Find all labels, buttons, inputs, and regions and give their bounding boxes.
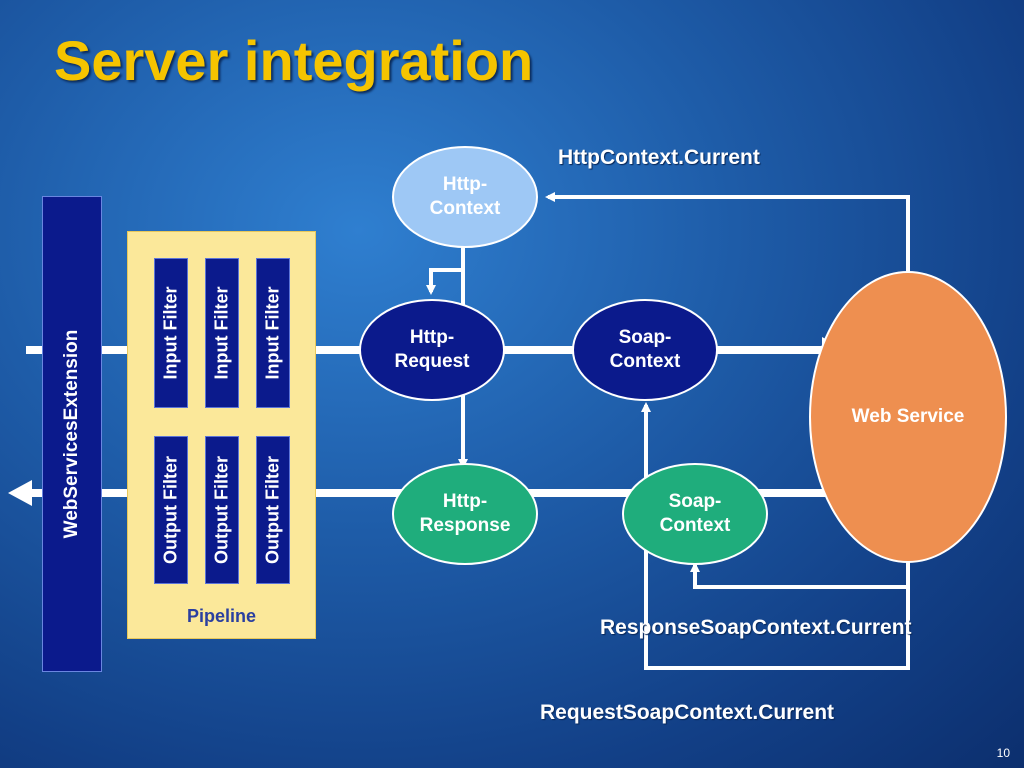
soap-context-request-line2: Context	[609, 351, 681, 372]
http-context-line1: Http-	[442, 174, 488, 195]
web-service-to-httpcontext-line	[545, 192, 910, 272]
output-filter-2: Output Filter	[205, 436, 239, 584]
http-context-node	[392, 146, 538, 248]
soap-context-response-text: Soap- Context	[623, 464, 767, 564]
output-filter-label: Output Filter	[160, 456, 181, 564]
input-filter-label: Input Filter	[262, 286, 283, 380]
response-soapcontext-loop-line	[690, 560, 910, 589]
http-request-line2: Request	[394, 351, 470, 372]
httpcontext-to-request-line	[426, 246, 465, 295]
response-soap-context-current-label: ResponseSoapContext.Current	[600, 616, 912, 639]
soap-context-response-node	[622, 463, 768, 565]
http-context-text: Http- Context	[393, 147, 537, 247]
web-service-label: Web Service	[851, 406, 965, 427]
input-filter-3: Input Filter	[256, 258, 290, 408]
web-services-extension-label: WebServicesExtension	[61, 329, 82, 539]
output-filter-1: Output Filter	[154, 436, 188, 584]
http-context-current-label: HttpContext.Current	[558, 146, 760, 169]
output-filter-3: Output Filter	[256, 436, 290, 584]
input-filter-2: Input Filter	[205, 258, 239, 408]
http-response-line2: Response	[419, 515, 511, 536]
output-filter-label: Output Filter	[262, 456, 283, 564]
soap-context-request-node	[572, 299, 718, 401]
http-context-line2: Context	[429, 198, 501, 219]
input-filter-label: Input Filter	[160, 286, 181, 380]
input-filter-label: Input Filter	[211, 286, 232, 380]
web-services-extension-bar: WebServicesExtension	[42, 196, 102, 672]
http-request-node	[359, 299, 505, 401]
http-response-line1: Http-	[442, 491, 488, 512]
soap-context-response-line1: Soap-	[668, 491, 722, 512]
soap-context-request-text: Soap- Context	[573, 300, 717, 400]
http-response-node	[392, 463, 538, 565]
slide-number: 10	[996, 746, 1010, 760]
request-soap-context-current-label: RequestSoapContext.Current	[540, 701, 835, 724]
http-request-text: Http- Request	[360, 300, 504, 400]
input-filter-1: Input Filter	[154, 258, 188, 408]
slide-title: Server integration	[54, 29, 534, 92]
soap-context-request-line1: Soap-	[618, 327, 672, 348]
web-service-node	[809, 271, 1007, 563]
soap-context-response-line2: Context	[659, 515, 731, 536]
pipeline-label: Pipeline	[186, 606, 257, 626]
output-filter-label: Output Filter	[211, 456, 232, 564]
http-response-text: Http- Response	[393, 464, 537, 564]
response-flow-arrowhead	[8, 480, 32, 506]
web-service-text: Web Service	[812, 397, 1004, 437]
http-request-line1: Http-	[409, 327, 455, 348]
